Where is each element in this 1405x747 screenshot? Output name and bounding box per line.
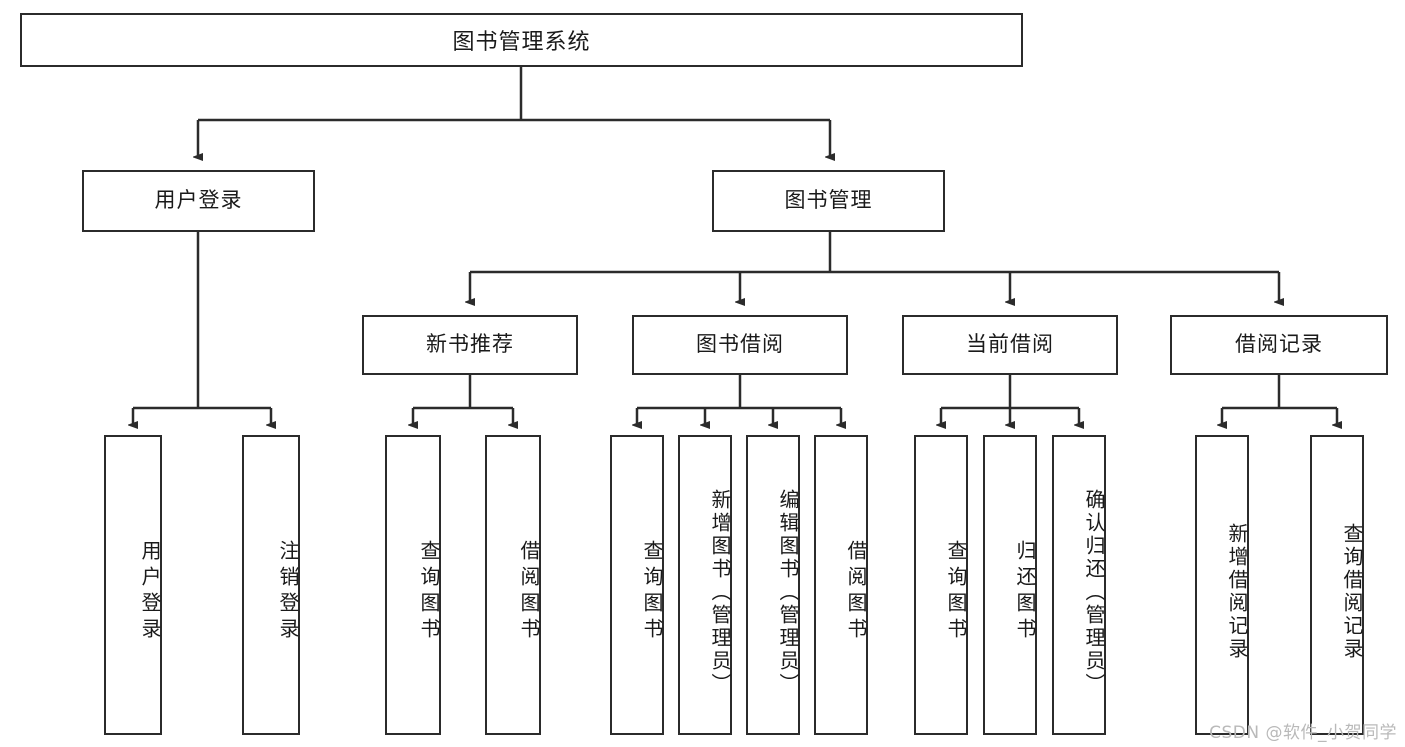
node-root-system[interactable]: 图书管理系统: [20, 13, 1023, 67]
node-borrow-record[interactable]: 借阅记录: [1170, 315, 1388, 375]
leaf-query-borrow-record[interactable]: 查询借阅记录: [1310, 435, 1364, 735]
leaf-user-logout[interactable]: 注销登录: [242, 435, 300, 735]
node-book-management[interactable]: 图书管理: [712, 170, 945, 232]
leaf-query-book-recommend[interactable]: 查询图书: [385, 435, 441, 735]
leaf-borrow-book[interactable]: 借阅图书: [814, 435, 868, 735]
node-book-borrow[interactable]: 图书借阅: [632, 315, 848, 375]
leaf-add-book-admin[interactable]: 新增图书（管理员）: [678, 435, 732, 735]
leaf-query-book-borrow[interactable]: 查询图书: [610, 435, 664, 735]
leaf-borrow-book-recommend[interactable]: 借阅图书: [485, 435, 541, 735]
leaf-edit-book-admin[interactable]: 编辑图书（管理员）: [746, 435, 800, 735]
leaf-add-borrow-record[interactable]: 新增借阅记录: [1195, 435, 1249, 735]
node-current-borrow[interactable]: 当前借阅: [902, 315, 1118, 375]
node-user-login[interactable]: 用户登录: [82, 170, 315, 232]
leaf-query-book-current[interactable]: 查询图书: [914, 435, 968, 735]
leaf-confirm-return-admin[interactable]: 确认归还（管理员）: [1052, 435, 1106, 735]
node-new-book-recommend[interactable]: 新书推荐: [362, 315, 578, 375]
leaf-user-login[interactable]: 用户登录: [104, 435, 162, 735]
watermark-text: CSDN @软件_小贺同学: [1209, 723, 1397, 743]
leaf-return-book[interactable]: 归还图书: [983, 435, 1037, 735]
